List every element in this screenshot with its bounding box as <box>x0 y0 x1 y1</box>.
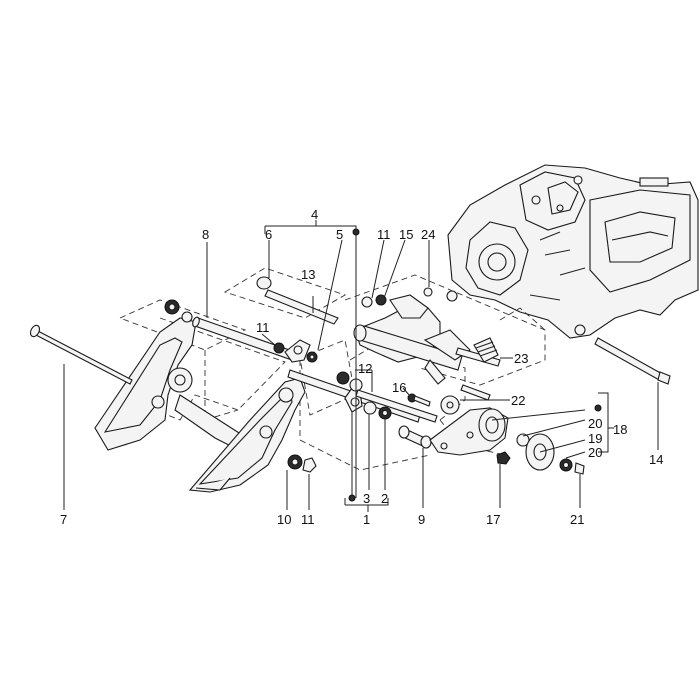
nut-17 <box>496 451 511 465</box>
rod-12 <box>355 389 438 423</box>
callout-12: 12 <box>358 361 372 376</box>
callout-24: 24 <box>421 227 435 242</box>
callout-20-lower: 20 <box>588 445 602 460</box>
callout-3: 3 <box>363 491 370 506</box>
callout-4: 4 <box>311 207 318 222</box>
rubber-mount <box>516 433 585 475</box>
callout-7: 7 <box>60 512 67 527</box>
callout-5: 5 <box>336 227 343 242</box>
callout-2: 2 <box>381 491 388 506</box>
leader-lines <box>63 239 659 510</box>
spring-23 <box>473 337 499 363</box>
swing-arm-right <box>188 377 306 493</box>
callout-6: 6 <box>265 227 272 242</box>
rod-13 <box>256 276 339 325</box>
callout-16: 16 <box>392 380 406 395</box>
callout-23: 23 <box>514 351 528 366</box>
callout-18: 18 <box>613 422 627 437</box>
long-bolt <box>29 324 133 385</box>
callout-14: 14 <box>649 452 663 467</box>
callout-11-bottom: 11 <box>301 512 315 527</box>
callout-19: 19 <box>588 431 602 446</box>
callout-22: 22 <box>511 393 525 408</box>
swing-arm-left <box>94 317 271 463</box>
shaft-1 <box>287 369 421 423</box>
callout-1: 1 <box>363 512 370 527</box>
callout-8: 8 <box>202 227 209 242</box>
center-bracket <box>353 294 501 385</box>
callout-13: 13 <box>301 267 315 282</box>
callout-21: 21 <box>570 512 584 527</box>
callout-labels: 1 2 3 4 5 6 7 8 9 10 11 11 11 12 13 14 1… <box>60 207 663 527</box>
group-brackets <box>264 220 614 512</box>
callout-15: 15 <box>399 227 413 242</box>
bolt-16 <box>407 393 431 407</box>
mount-housing <box>429 407 509 456</box>
callout-20-upper: 20 <box>588 416 602 431</box>
callout-11-middle: 11 <box>256 320 270 335</box>
callout-11-top: 11 <box>377 227 391 242</box>
engine-assembly <box>446 164 699 339</box>
sleeve-9 <box>398 425 432 449</box>
nuts-engine <box>361 287 433 308</box>
callout-10: 10 <box>277 512 291 527</box>
callout-9: 9 <box>418 512 425 527</box>
bolt-14 <box>594 337 671 385</box>
callout-17: 17 <box>486 512 500 527</box>
plate-22 <box>440 384 491 415</box>
link-plate <box>284 339 318 363</box>
